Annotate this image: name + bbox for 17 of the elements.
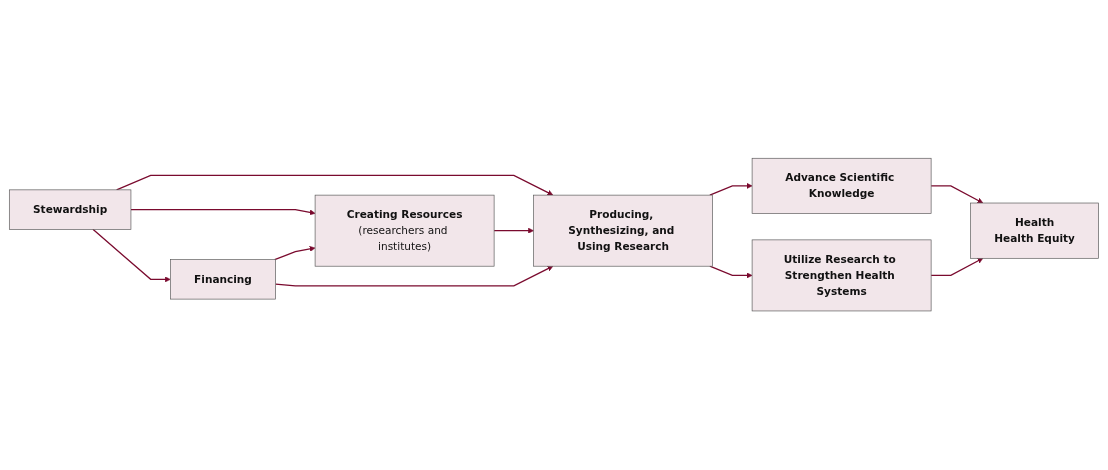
arrow <box>493 228 534 234</box>
node-box: Health Health Equity <box>970 203 1099 259</box>
arrow <box>930 258 984 277</box>
node-box: Producing, Synthesizing, and Using Research <box>533 195 713 267</box>
arrow <box>930 185 984 204</box>
arrow <box>92 229 171 283</box>
node-box: Financing <box>170 259 276 300</box>
arrow <box>709 183 753 197</box>
arrow <box>274 246 316 261</box>
arrow <box>116 175 554 196</box>
arrow <box>709 265 753 279</box>
node-box: Utilize Research to Strengthen Health Systems <box>751 239 932 312</box>
node-box: Creating Resources (researchers and institutes) <box>314 195 495 267</box>
arrow <box>275 266 554 287</box>
node-box: Stewardship <box>9 189 132 231</box>
node-box: Advance Scientific Knowledge <box>751 158 932 215</box>
arrow <box>130 209 316 216</box>
